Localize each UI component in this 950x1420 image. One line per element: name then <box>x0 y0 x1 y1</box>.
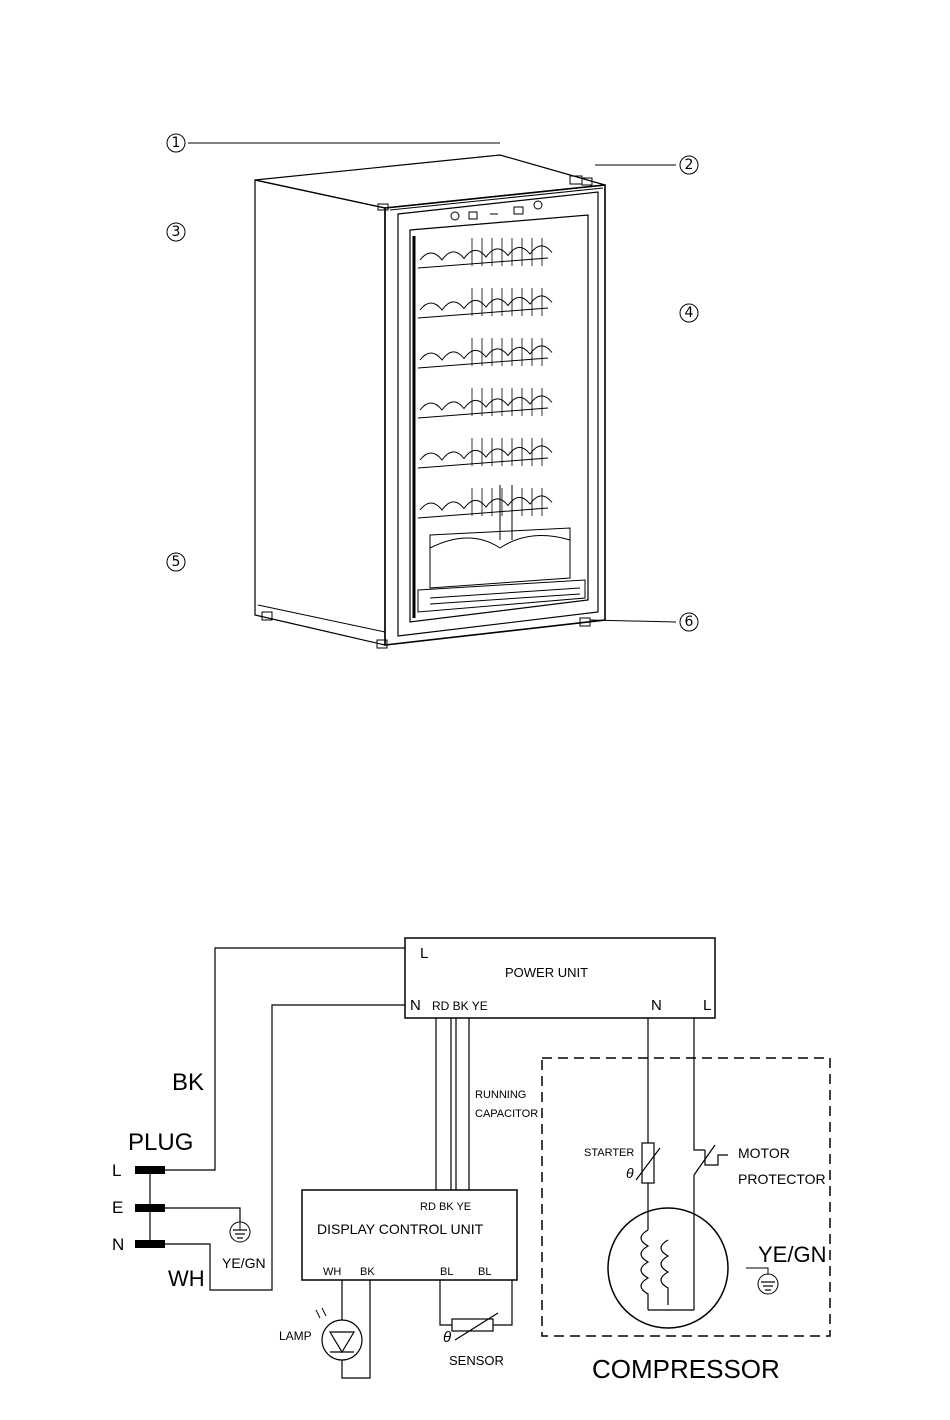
wine-rack-shelf <box>418 238 552 268</box>
svg-text:PROTECTOR: PROTECTOR <box>738 1171 826 1187</box>
compressor: COMPRESSOR <box>542 1058 830 1384</box>
compressor-ground-icon <box>746 1268 778 1294</box>
sensor-label: SENSOR <box>449 1353 504 1368</box>
label-wh: WH <box>168 1266 205 1291</box>
cabinet-door <box>385 185 605 645</box>
wine-cooler-drawing: 1 2 3 4 5 6 <box>167 134 698 648</box>
svg-text:RD BK YE: RD BK YE <box>432 999 488 1013</box>
svg-text:BL: BL <box>478 1266 491 1278</box>
svg-text:CAPACITOR: CAPACITOR <box>475 1108 538 1120</box>
lamp-label: LAMP <box>279 1329 312 1343</box>
svg-text:RD BK YE: RD BK YE <box>420 1201 471 1213</box>
svg-text:θ: θ <box>443 1329 451 1346</box>
plug: PLUG L E N <box>112 1129 193 1254</box>
display-control-unit: RD BK YE DISPLAY CONTROL UNIT WH BK BL B… <box>302 1190 517 1280</box>
callout-5: 5 <box>167 553 185 571</box>
unit-icon <box>514 207 523 214</box>
wine-rack-shelf <box>418 388 552 418</box>
svg-text:4: 4 <box>685 305 694 321</box>
compressor-ground-label: YE/GN <box>758 1242 826 1267</box>
svg-text:BL: BL <box>440 1266 453 1278</box>
svg-text:L: L <box>703 997 711 1014</box>
svg-text:BK: BK <box>360 1266 375 1278</box>
svg-text:θ: θ <box>626 1165 634 1181</box>
motor-icon <box>608 1208 728 1328</box>
svg-text:6: 6 <box>685 614 694 630</box>
wire-ground <box>165 1208 240 1222</box>
starter-label: STARTER <box>584 1147 634 1159</box>
wine-racks <box>418 238 552 518</box>
control-panel <box>451 201 542 220</box>
door-glass <box>410 215 588 622</box>
sensor-icon <box>452 1313 498 1340</box>
wiring-diagram: L POWER UNIT N RD BK YE N L BK WH PLUG L… <box>112 938 830 1384</box>
svg-text:E: E <box>112 1198 123 1217</box>
svg-text:N: N <box>410 997 421 1014</box>
cabinet-side <box>255 180 385 645</box>
svg-text:L: L <box>420 945 428 962</box>
callout-2: 2 <box>680 156 698 174</box>
plus-icon <box>534 201 542 209</box>
bottom-grille <box>418 580 585 612</box>
wine-rack-shelf <box>418 488 552 518</box>
starter-icon <box>636 1143 660 1183</box>
callout-3: 3 <box>167 223 185 241</box>
svg-text:COMPRESSOR: COMPRESSOR <box>592 1354 780 1384</box>
callout-1: 1 <box>167 134 185 152</box>
svg-text:N: N <box>651 997 662 1014</box>
wire-bk <box>165 948 405 1170</box>
plug-ground-label: YE/GN <box>222 1255 266 1271</box>
label-running-capacitor: RUNNING <box>475 1089 526 1101</box>
wine-rack-shelf <box>418 438 552 468</box>
svg-text:3: 3 <box>172 224 181 240</box>
label-bk: BK <box>172 1069 204 1096</box>
svg-text:POWER UNIT: POWER UNIT <box>505 965 588 980</box>
wine-rack-shelf <box>418 288 552 318</box>
wire-wh <box>165 1005 405 1290</box>
power-unit: L POWER UNIT N RD BK YE N L <box>405 938 715 1018</box>
callout-6: 6 <box>680 613 698 631</box>
svg-text:WH: WH <box>323 1266 341 1278</box>
svg-text:2: 2 <box>685 157 694 173</box>
light-icon <box>469 212 477 219</box>
wine-rack-shelf <box>418 338 552 368</box>
svg-text:PLUG: PLUG <box>128 1129 193 1156</box>
svg-text:5: 5 <box>172 554 181 570</box>
power-icon <box>451 212 459 220</box>
motor-protector-label: MOTOR <box>738 1145 790 1161</box>
lamp-icon <box>316 1308 362 1360</box>
callout-4: 4 <box>680 304 698 322</box>
svg-text:N: N <box>112 1235 124 1254</box>
svg-text:L: L <box>112 1161 121 1180</box>
cabinet-top <box>255 155 605 208</box>
plug-ground-icon <box>230 1222 250 1242</box>
svg-text:1: 1 <box>172 135 181 151</box>
svg-text:DISPLAY CONTROL UNIT: DISPLAY CONTROL UNIT <box>317 1221 484 1237</box>
